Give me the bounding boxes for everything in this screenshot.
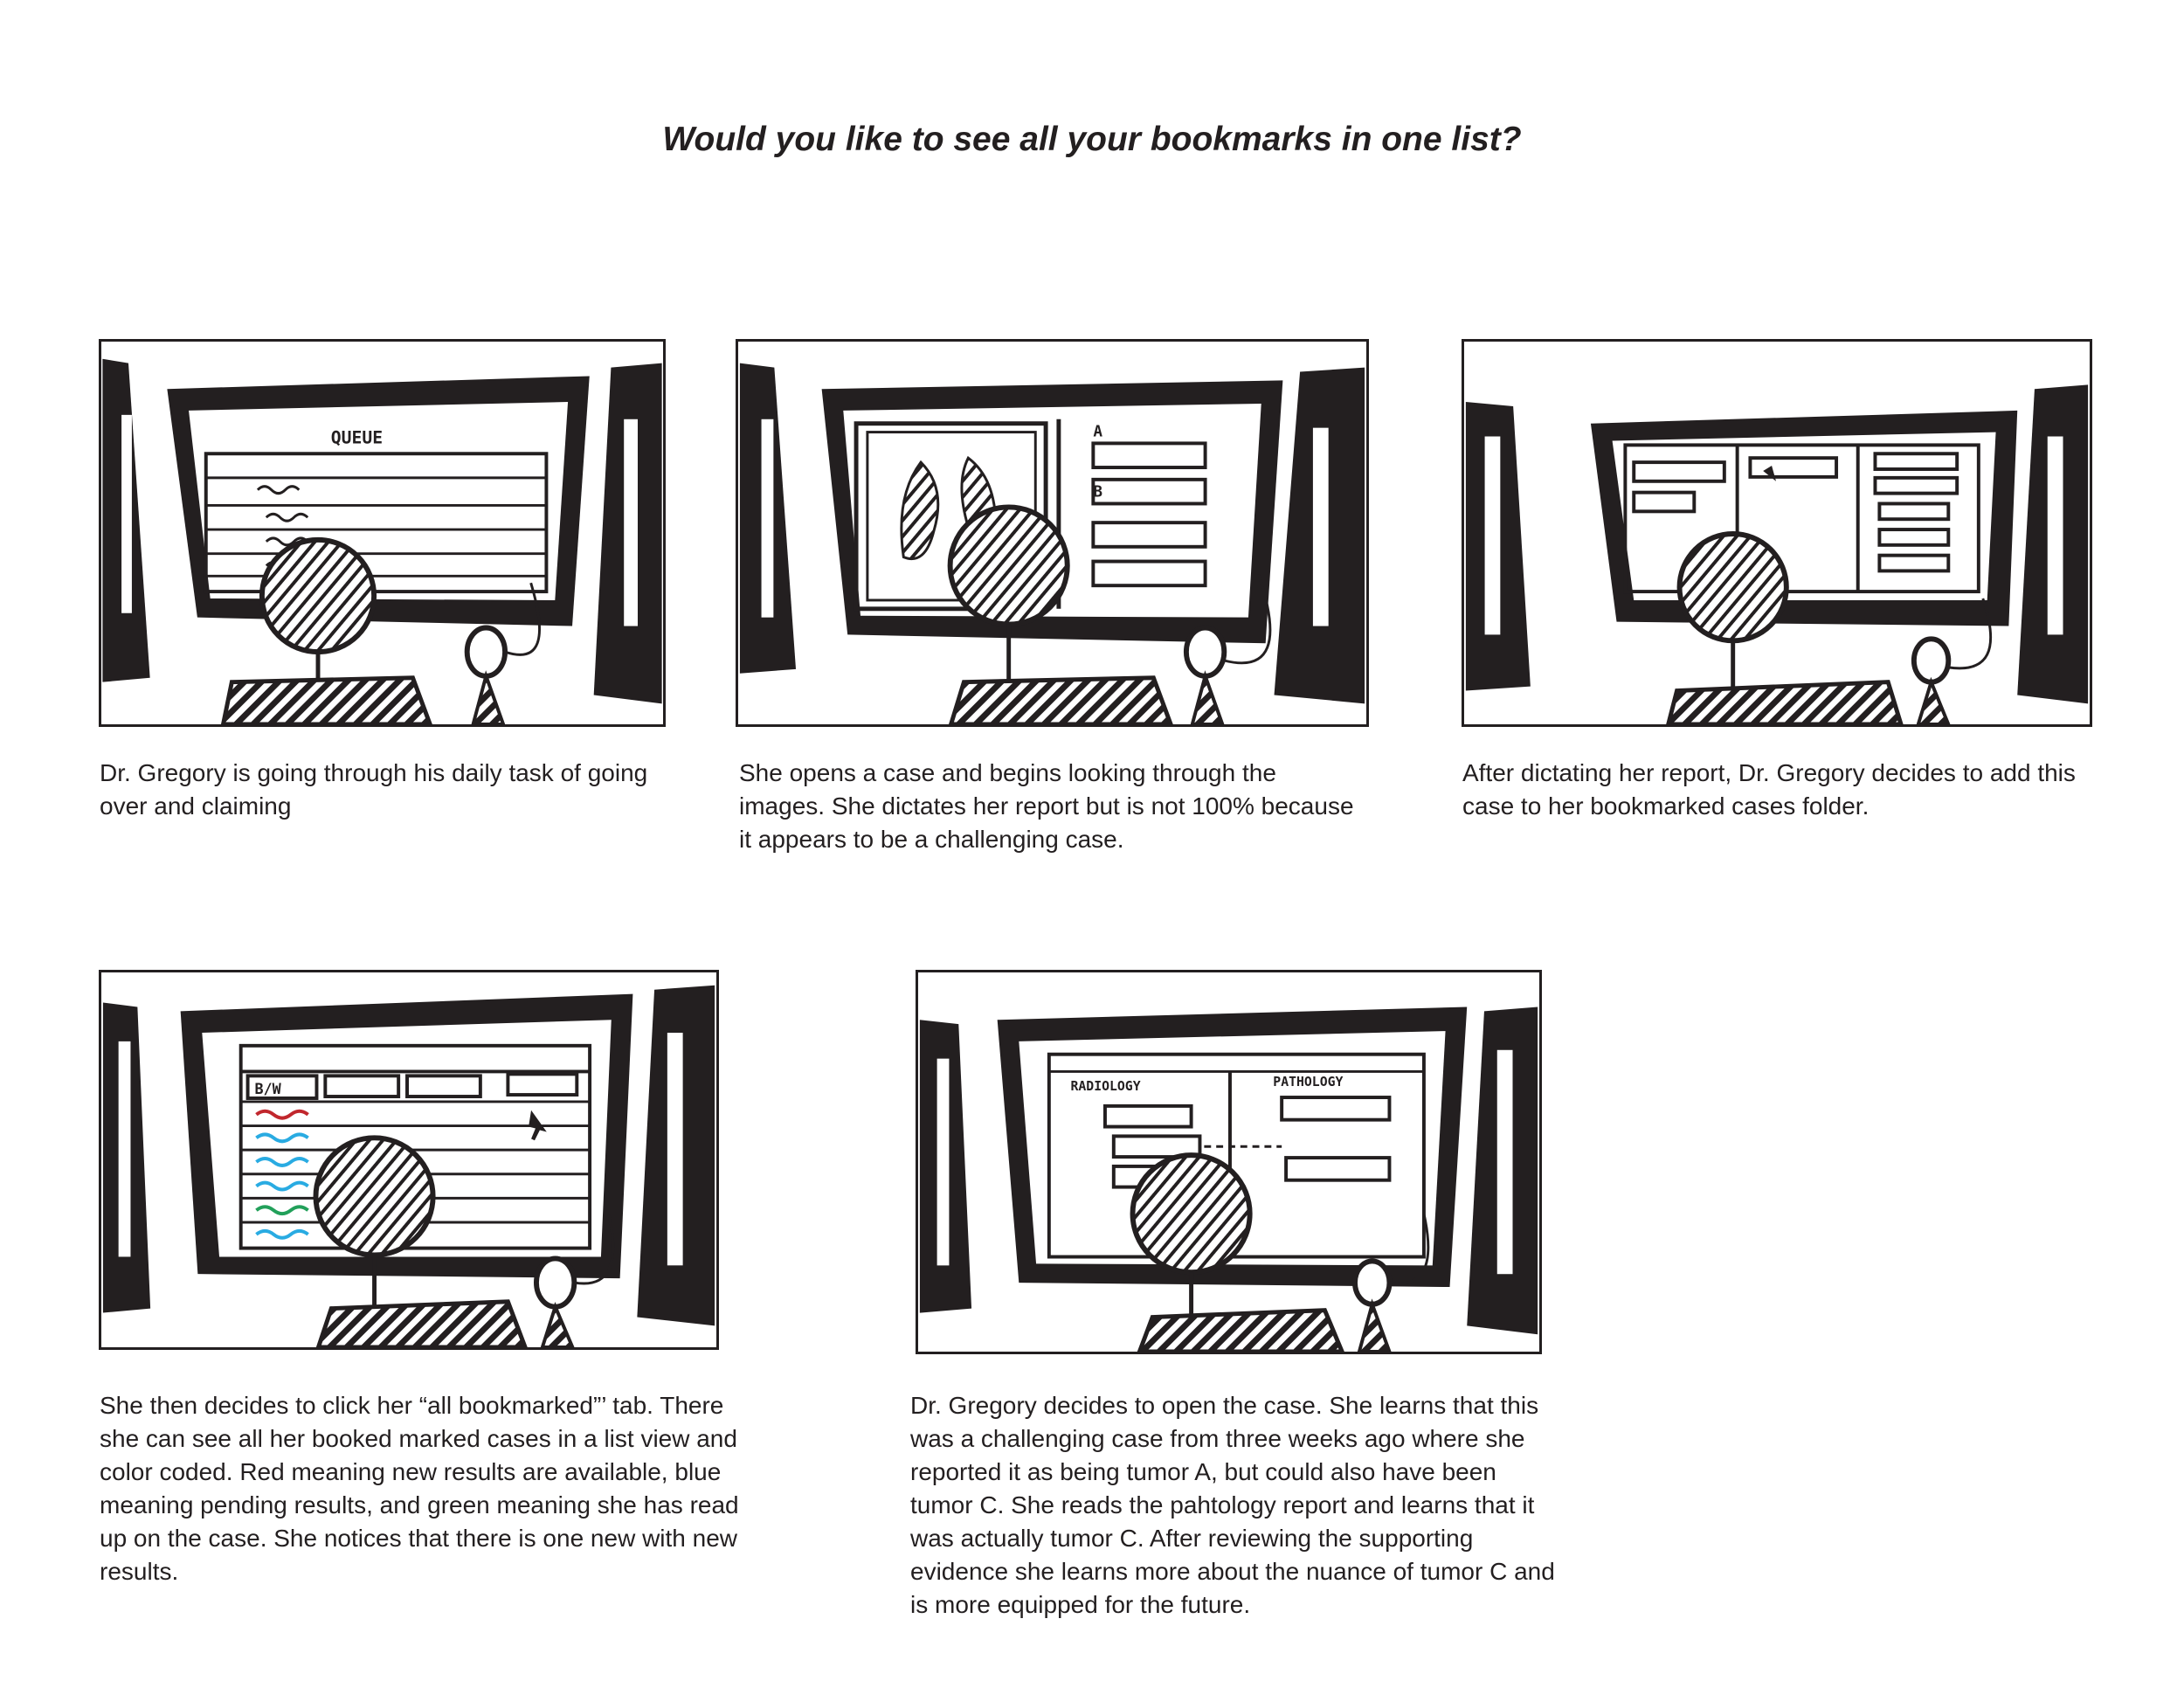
radiology-label: RADIOLOGY: [1071, 1079, 1141, 1094]
queue-label: QUEUE: [331, 427, 383, 447]
report-field-b-label: B: [1093, 484, 1102, 502]
cursor-icon: [529, 1110, 547, 1141]
row-pending-blue-4: [255, 1228, 309, 1240]
storyboard-panel-3: [1462, 339, 2092, 727]
storyboard-panel-1: QUEUE: [99, 339, 666, 727]
storyboard-panel-4: B/W: [99, 970, 719, 1350]
page-title: Would you like to see all your bookmarks…: [662, 121, 1522, 158]
panel-2-sketch: A B: [739, 363, 1365, 724]
panel-3-caption: After dictating her report, Dr. Gregory …: [1462, 759, 2076, 820]
row-pending-blue-3: [255, 1180, 309, 1192]
row-pending-blue-1: [255, 1132, 309, 1144]
report-field-a-label: A: [1093, 424, 1102, 441]
row-pending-blue-2: [255, 1157, 309, 1167]
panel-4-caption: She then decides to click her “all bookm…: [100, 1392, 739, 1585]
panel-3-sketch: [1465, 384, 2089, 724]
row-new-results-red: [255, 1109, 309, 1120]
panel-2-caption: She opens a case and begins looking thro…: [739, 759, 1354, 853]
storyboard-panel-5: RADIOLOGY PATHOLOGY: [916, 970, 1542, 1354]
panel-1-sketch: QUEUE: [102, 358, 662, 724]
storyboard-panel-2: A B: [736, 339, 1369, 727]
panel-5-caption: Dr. Gregory decides to open the case. Sh…: [910, 1392, 1555, 1618]
panel-4-sketch: B/W: [102, 985, 715, 1347]
panel-5-sketch: RADIOLOGY PATHOLOGY: [919, 1007, 1538, 1352]
row-read-green: [255, 1205, 309, 1216]
all-bookmarked-tab-label: B/W: [254, 1080, 281, 1097]
panel-1-caption: Dr. Gregory is going through his daily t…: [100, 759, 648, 820]
pathology-label: PATHOLOGY: [1273, 1075, 1343, 1090]
